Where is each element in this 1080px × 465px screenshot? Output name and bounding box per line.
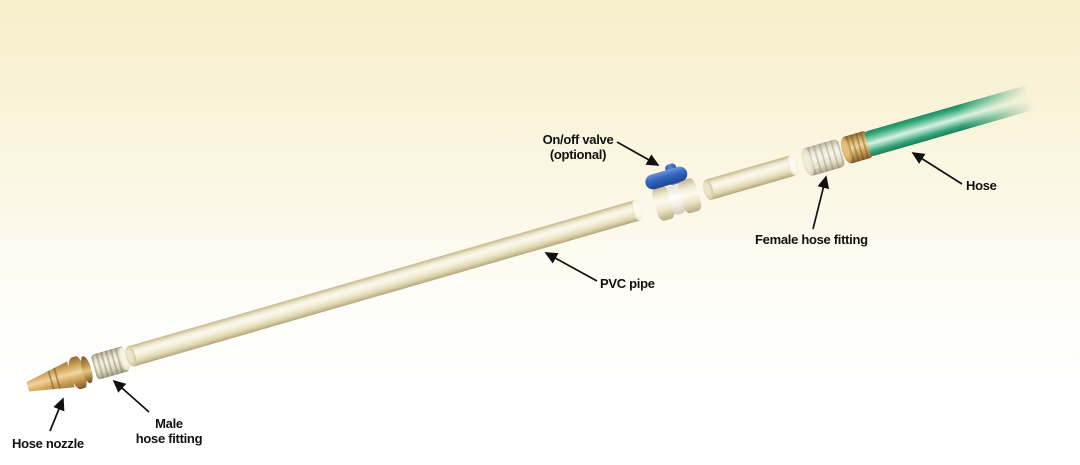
arrow-to-on-off-valve xyxy=(616,141,660,166)
hose-nozzle xyxy=(24,360,76,401)
female-hose-fitting xyxy=(801,138,846,177)
male-hose-fitting-label-line1: Male xyxy=(155,416,183,431)
male-hose-fitting-label-line2: hose fitting xyxy=(135,431,203,446)
hose xyxy=(863,83,1041,157)
on-off-valve-label-line2: (optional) xyxy=(549,147,607,162)
male-hose-fitting xyxy=(90,345,131,381)
pvc-pipe-label: PVC pipe xyxy=(600,276,655,291)
on-off-valve-label-line1: On/off valve xyxy=(542,132,614,147)
hose-label: Hose xyxy=(966,178,997,193)
short-pvc-pipe xyxy=(702,154,799,201)
on-off-valve-label: On/off valve (optional) xyxy=(534,132,622,162)
pvc-pipe xyxy=(125,199,643,368)
hose-nozzle-label: Hose nozzle xyxy=(12,436,84,451)
female-hose-fitting-label: Female hose fitting xyxy=(755,232,868,247)
male-hose-fitting-label: Male hose fitting xyxy=(126,416,212,446)
pipe-assembly xyxy=(9,57,1050,428)
